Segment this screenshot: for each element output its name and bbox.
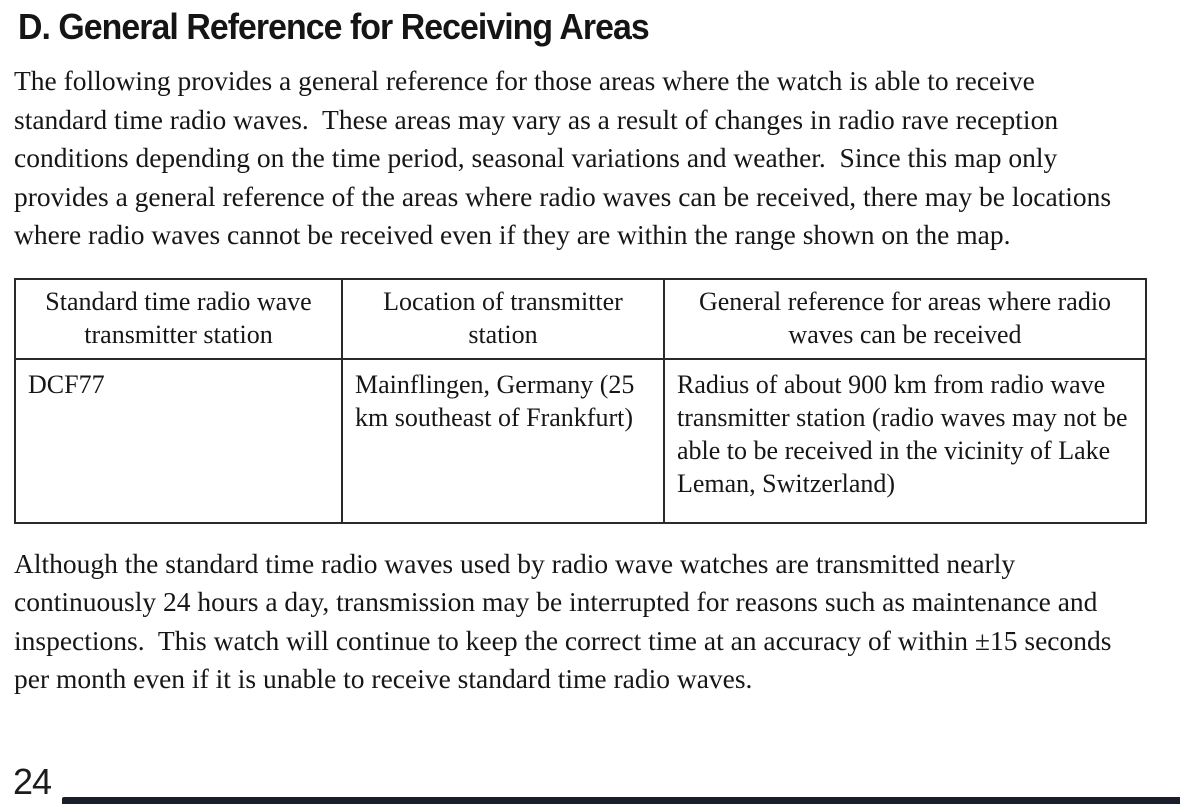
cell-reception-area: Radius of about 900 km from radio wave t…: [663, 357, 1147, 524]
page-title: D. General Reference for Receiving Areas: [18, 6, 650, 47]
intro-paragraph: The following provides a general referen…: [14, 65, 1119, 250]
receiving-areas-table: Standard time radio wave transmitter sta…: [14, 277, 1147, 524]
outro-paragraph: Although the standard time radio waves u…: [14, 547, 1119, 695]
table-row: DCF77 Mainflingen, Germany (25 km southe…: [14, 357, 1147, 524]
manual-page: D. General Reference for Receiving Areas…: [0, 6, 1180, 804]
cell-station-location: Mainflingen, Germany (25 km southeast of…: [341, 357, 665, 524]
header-transmitter-station: Standard time radio wave transmitter sta…: [14, 277, 343, 360]
header-location: Location of transmitter station: [341, 277, 665, 360]
bottom-edge-bar: [62, 797, 1180, 804]
header-general-reference: General reference for areas where radio …: [663, 277, 1147, 360]
page-number: 24: [13, 761, 52, 802]
cell-station-name: DCF77: [14, 357, 343, 524]
table-header-row: Standard time radio wave transmitter sta…: [14, 277, 1147, 360]
